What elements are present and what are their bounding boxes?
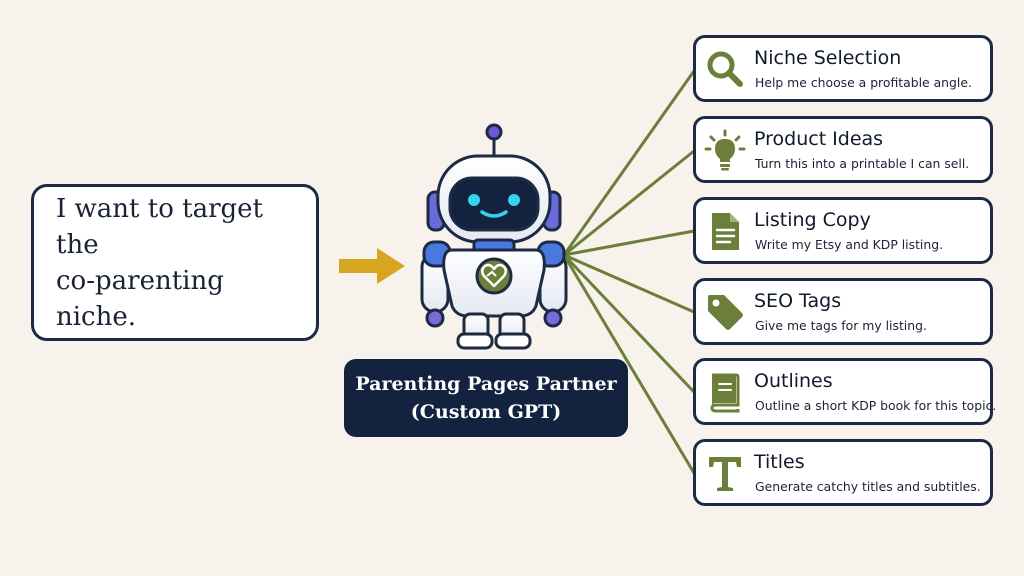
connector-niche-selection (562, 69, 696, 257)
tag-icon (708, 295, 743, 330)
task-title: Product Ideas (754, 128, 884, 150)
arrow-right-icon (339, 248, 405, 284)
task-card-listing-copy: Listing Copy Write my Etsy and KDP listi… (693, 197, 993, 264)
custom-gpt-name: Parenting Pages Partner (355, 373, 617, 395)
task-title: Listing Copy (754, 209, 871, 231)
task-description: Turn this into a printable I can sell. (755, 156, 970, 171)
connector-seo-tags (562, 253, 696, 314)
connector-listing-copy (562, 229, 696, 257)
task-card-niche-selection: Niche Selection Help me choose a profita… (693, 35, 993, 102)
user-prompt-box: I want to target the co-parenting niche. (31, 184, 319, 341)
task-card-titles: Titles Generate catchy titles and subtit… (693, 439, 993, 506)
task-card-seo-tags: SEO Tags Give me tags for my listing. (693, 278, 993, 345)
custom-gpt-label: Parenting Pages Partner (Custom GPT) (344, 359, 628, 437)
task-description: Outline a short KDP book for this topic. (755, 398, 997, 413)
task-title: SEO Tags (754, 290, 842, 312)
letter-t-icon (709, 457, 741, 491)
task-description: Write my Etsy and KDP listing. (755, 237, 944, 252)
task-description: Generate catchy titles and subtitles. (755, 479, 981, 494)
user-prompt-text: I want to target the co-parenting niche. (56, 193, 263, 332)
document-icon (712, 213, 739, 250)
task-title: Outlines (754, 370, 833, 392)
connector-product-ideas (562, 149, 696, 257)
task-description: Help me choose a profitable angle. (755, 75, 972, 90)
task-title: Titles (754, 451, 805, 473)
magnifier-icon (707, 51, 743, 87)
task-description: Give me tags for my listing. (755, 318, 927, 333)
custom-gpt-type: (Custom GPT) (410, 401, 562, 423)
robot-icon (420, 123, 568, 350)
book-icon (710, 373, 740, 413)
task-card-product-ideas: Product Ideas Turn this into a printable… (693, 116, 993, 183)
lightbulb-icon (704, 129, 746, 171)
task-title: Niche Selection (754, 47, 902, 69)
task-card-outlines: Outlines Outline a short KDP book for th… (693, 358, 997, 425)
